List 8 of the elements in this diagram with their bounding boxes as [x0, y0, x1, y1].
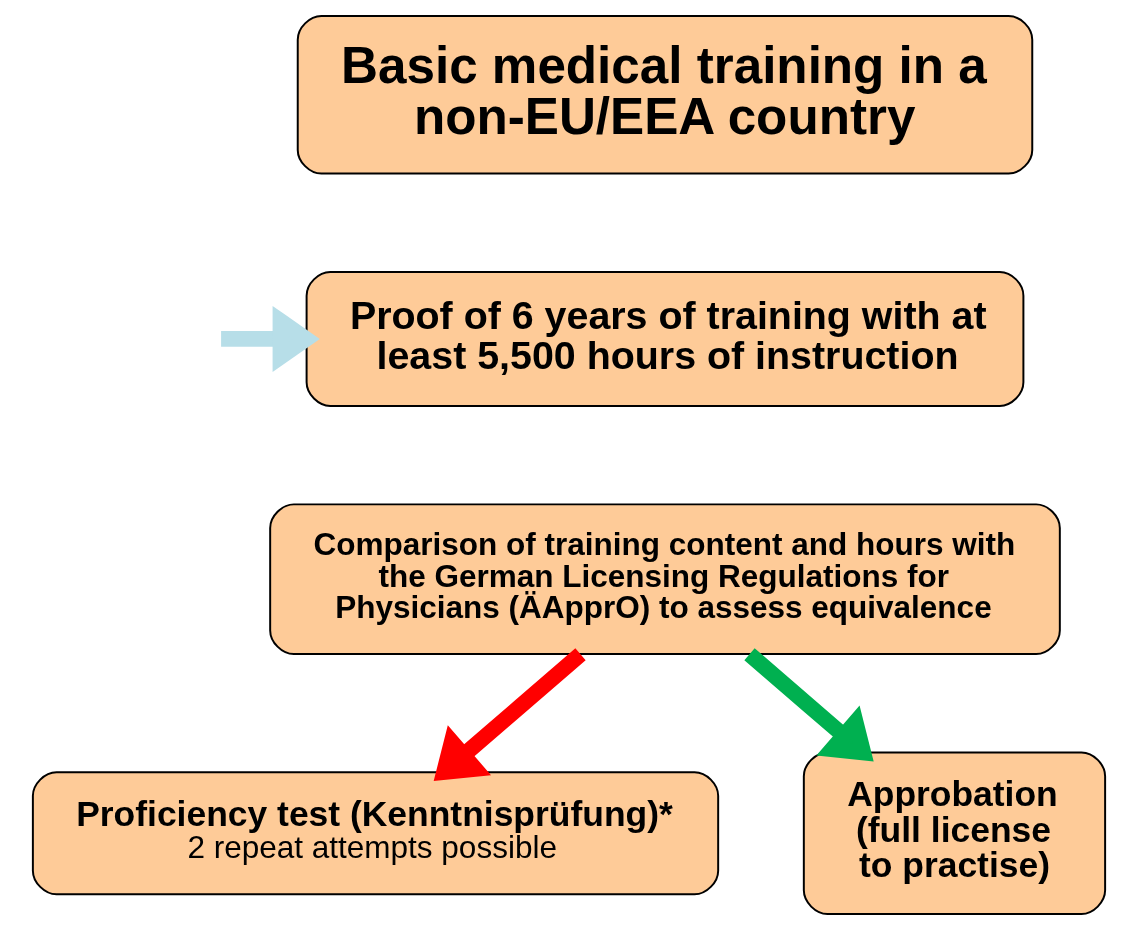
node-box: Comparison of training content and hours with the German Licensing Regulations for Physicians (ÄApprO) to assess equivalence — [269, 503, 1061, 656]
node-box: Basic medical training in a non-EU/EEA country — [296, 15, 1034, 175]
arrow — [221, 305, 320, 372]
arrow — [433, 648, 586, 782]
node-box: Proficiency test (Kenntnisprüfung)* 2 repeat attempts possible — [31, 771, 720, 896]
node-box: Proof of 6 years of training with at least 5,500 hours of instruction — [305, 271, 1025, 407]
arrow — [744, 648, 874, 762]
node-box: Approbation (full license to practise) — [802, 751, 1107, 915]
